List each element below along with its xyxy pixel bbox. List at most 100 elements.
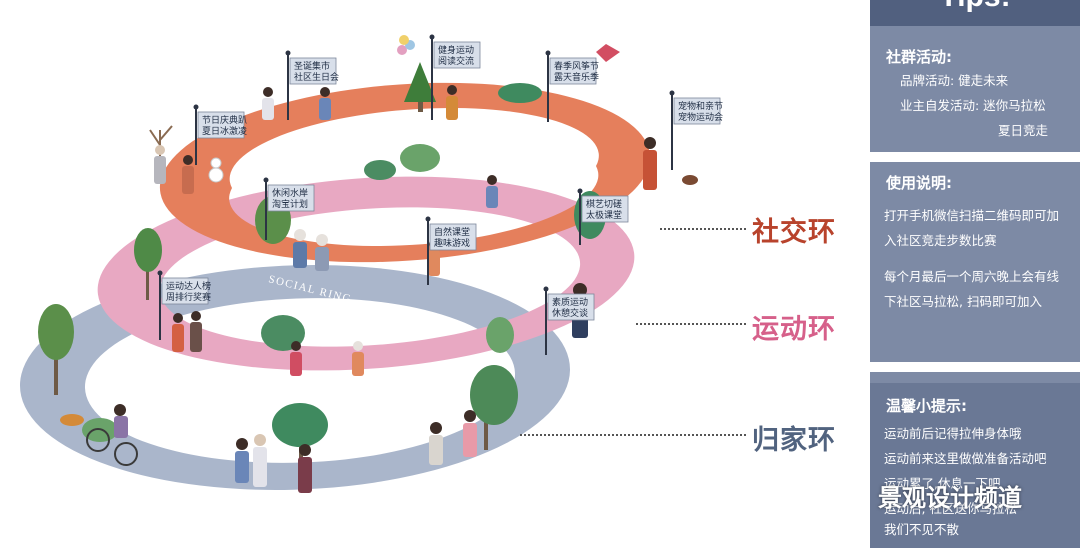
usage-line: 每个月最后一个周六晚上会有线 <box>884 269 1060 284</box>
flag-label: 休憩交谈 <box>552 307 588 319</box>
flag-label: 太极课堂 <box>586 209 622 221</box>
flag-label: 周排行奖赛 <box>166 291 211 303</box>
watermark-text: 景观设计频道 <box>878 484 1022 512</box>
community-line: 品牌活动: 健走未来 <box>900 73 1009 88</box>
community-line: 业主自发活动: 迷你马拉松 <box>900 98 1046 113</box>
tips-panel: Tips: 社群活动: 品牌活动: 健走未来 业主自发活动: 迷你马拉松 夏日竞… <box>870 0 1080 548</box>
flag-pole-cap <box>285 50 291 56</box>
wechat-icon <box>829 485 870 512</box>
person-icon <box>463 410 477 457</box>
tree-icon <box>134 228 162 300</box>
reminder-section: 温馨小提示: 运动前后记得拉伸身体哦 运动前来这里做做准备活动吧 运动累了,休息… <box>870 383 1080 548</box>
ring-diagram: HOME RING SPORTS RING SOCIAL RING <box>19 34 724 493</box>
flag-board <box>267 184 315 212</box>
tree-icon <box>272 403 328 465</box>
flag-label: 阅读交流 <box>438 55 474 67</box>
person-icon <box>290 341 302 376</box>
sports-ring-label: 运动环 <box>752 314 836 345</box>
person-icon <box>154 145 166 184</box>
dog-icon <box>682 175 698 185</box>
cyclist-icon <box>86 404 138 466</box>
person-icon <box>172 313 184 352</box>
sports-ring-leader <box>636 323 746 325</box>
tree-icon <box>38 304 74 395</box>
flag-pole-cap <box>193 104 199 110</box>
flag-label: 健身运动 <box>438 44 474 56</box>
tree-icon <box>470 365 518 450</box>
reminder-title: 温馨小提示: <box>886 397 967 415</box>
social-ring-label: 社交环 <box>752 217 836 248</box>
flag-pole-cap <box>545 50 551 56</box>
person-icon <box>293 229 307 268</box>
reminder-line: 运动前来这里做做准备活动吧 <box>884 451 1047 466</box>
tips-title: Tips: <box>870 0 1080 14</box>
flag-label: 圣诞集市 <box>294 60 330 72</box>
flag-board <box>197 111 245 139</box>
flag-label: 夏日冰激凌 <box>202 125 247 137</box>
people-group <box>60 35 698 493</box>
christmas-tree-icon <box>404 62 436 112</box>
panel-divider <box>870 152 1080 162</box>
flag-pole-cap <box>577 188 583 194</box>
flag-label: 运动达人榜 <box>166 280 211 292</box>
flag-pole-cap <box>425 216 431 222</box>
person-icon <box>643 137 657 190</box>
flag-label: 自然课堂 <box>434 226 470 238</box>
flag-pole-cap <box>543 286 549 292</box>
flag-pole-cap <box>429 34 435 40</box>
flag-label: 淘宝计划 <box>272 198 308 210</box>
flag-label: 露天音乐季 <box>554 71 599 83</box>
flag-board <box>581 195 629 223</box>
person-icon <box>298 444 312 493</box>
flag-pole-cap <box>157 270 163 276</box>
dog-icon <box>60 414 84 426</box>
usage-line: 入社区竞走步数比赛 <box>884 233 997 248</box>
flag-label: 趣味游戏 <box>434 237 470 249</box>
flag-board <box>547 293 595 321</box>
snowman-icon <box>208 157 224 183</box>
flag-pole-cap <box>669 90 675 96</box>
flag-board <box>673 97 721 125</box>
community-line: 夏日竞走 <box>998 123 1049 138</box>
flag-label: 宠物运动会 <box>678 111 723 123</box>
social-ring-leader <box>660 228 746 230</box>
person-icon <box>190 311 202 352</box>
person-icon <box>235 438 249 483</box>
home-ring-leader <box>520 434 746 436</box>
watermark: 景观设计频道 <box>828 478 1022 514</box>
person-icon <box>446 85 458 120</box>
person-icon <box>262 87 274 120</box>
flag-board <box>433 41 481 69</box>
reminder-line: 运动累了,休息一下吧 <box>884 476 1001 491</box>
person-icon <box>315 234 329 271</box>
tips-header: Tips: <box>870 0 1080 26</box>
flag-label: 素质运动 <box>552 296 588 308</box>
flag-label: 棋艺切磋 <box>586 198 622 210</box>
reminder-line: 我们不见不散 <box>884 522 960 537</box>
usage-title: 使用说明: <box>886 174 952 192</box>
person-icon <box>352 341 364 376</box>
flag-board <box>429 223 477 251</box>
usage-line: 下社区马拉松, 扫码即可加入 <box>884 294 1042 309</box>
balloon-icon <box>397 35 415 55</box>
usage-line: 打开手机微信扫描二维码即可加 <box>884 208 1060 223</box>
community-title: 社群活动: <box>886 48 952 66</box>
flag-board <box>289 57 337 85</box>
reminder-line: 运动前后记得拉伸身体哦 <box>884 426 1022 441</box>
kite-icon <box>596 44 620 62</box>
flag-label: 宠物和亲节 <box>678 100 723 112</box>
flag-label: 春季风筝节 <box>554 60 599 72</box>
flag-pole-cap <box>263 177 269 183</box>
tree-icon <box>364 144 440 180</box>
person-icon <box>486 175 498 208</box>
person-icon <box>253 434 267 487</box>
